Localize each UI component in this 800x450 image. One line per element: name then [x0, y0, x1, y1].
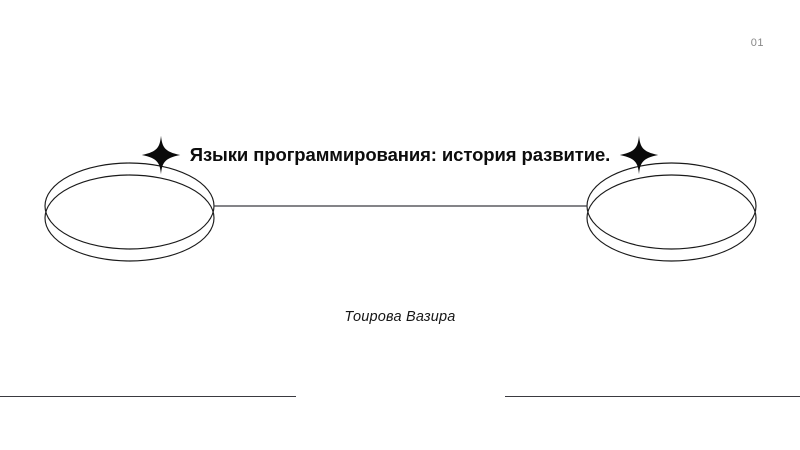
page-number: 01 — [750, 37, 764, 49]
sparkle-star-icon — [141, 135, 180, 175]
ring-outline-right — [586, 162, 757, 262]
bottom-rule-right — [505, 396, 800, 397]
sparkle-star-icon — [620, 135, 659, 175]
bottom-rule-left — [0, 396, 296, 397]
author-name: Тоирова Вазира — [344, 309, 456, 325]
title-row: Языки программирования: история развитие… — [0, 134, 800, 176]
page-title: Языки программирования: история развитие… — [189, 143, 611, 165]
ring-outline-left — [44, 162, 215, 262]
